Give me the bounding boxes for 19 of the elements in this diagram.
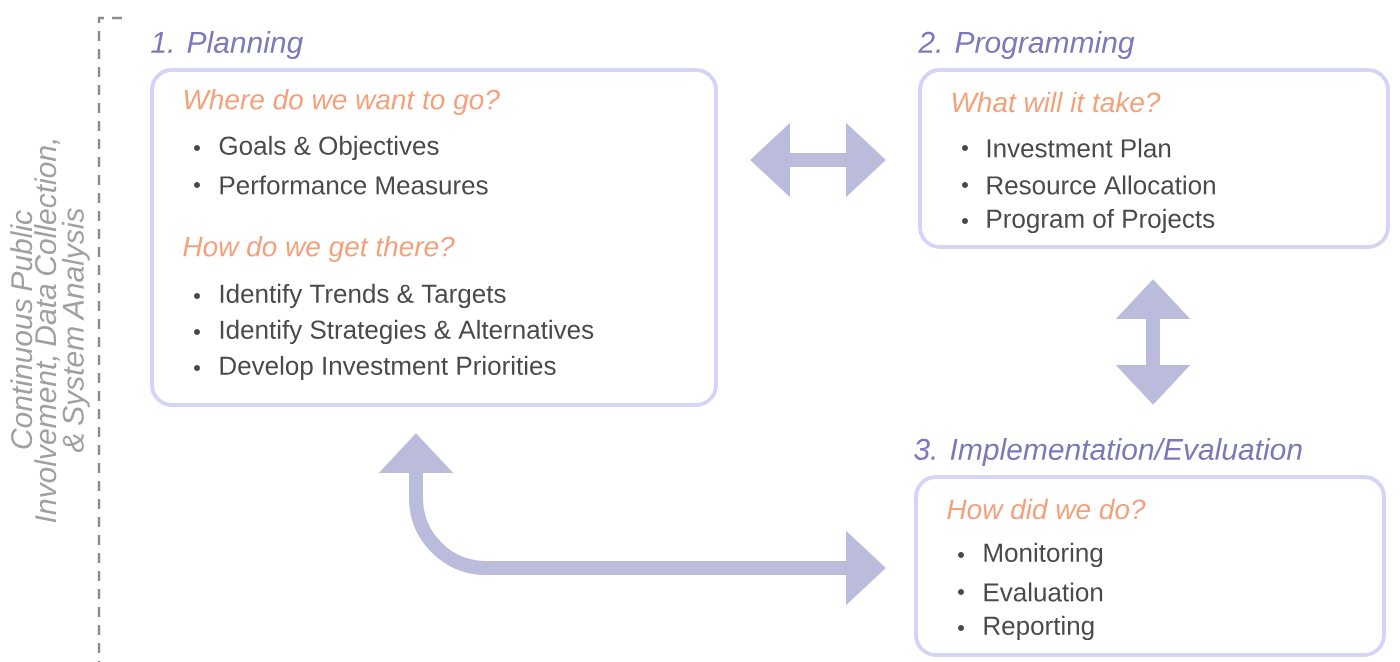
bullet-item: Reporting	[958, 615, 1094, 641]
question-heading: What will it take?	[952, 91, 1161, 113]
bullet-item: Performance Measures	[194, 175, 488, 195]
side-label: Continuous Public Involvement, Data Collection, & System Analysis	[10, 140, 90, 523]
bullet-item: Resource Allocation	[962, 175, 1215, 195]
question-heading: How do we get there?	[183, 235, 455, 263]
bullet-item: Investment Plan	[962, 138, 1171, 158]
question-heading: How did we do?	[947, 498, 1146, 520]
bullet-item: Goals & Objectives	[194, 135, 439, 161]
bullet-item: Program of Projects	[962, 208, 1215, 234]
bullet-item: Identify Trends & Targets	[194, 283, 506, 309]
bullet-item: Develop Investment Priorities	[194, 355, 556, 381]
bullet-item: Monitoring	[958, 542, 1103, 568]
box-heading: 3. Implementation/Evaluation	[914, 438, 1302, 466]
box-heading: 1. Planning	[151, 31, 303, 59]
box-heading: 2. Programming	[918, 31, 1135, 59]
bullet-item: Evaluation	[958, 582, 1103, 602]
question-heading: Where do we want to go?	[184, 88, 500, 116]
bullet-item: Identify Strategies & Alternatives	[194, 319, 594, 345]
